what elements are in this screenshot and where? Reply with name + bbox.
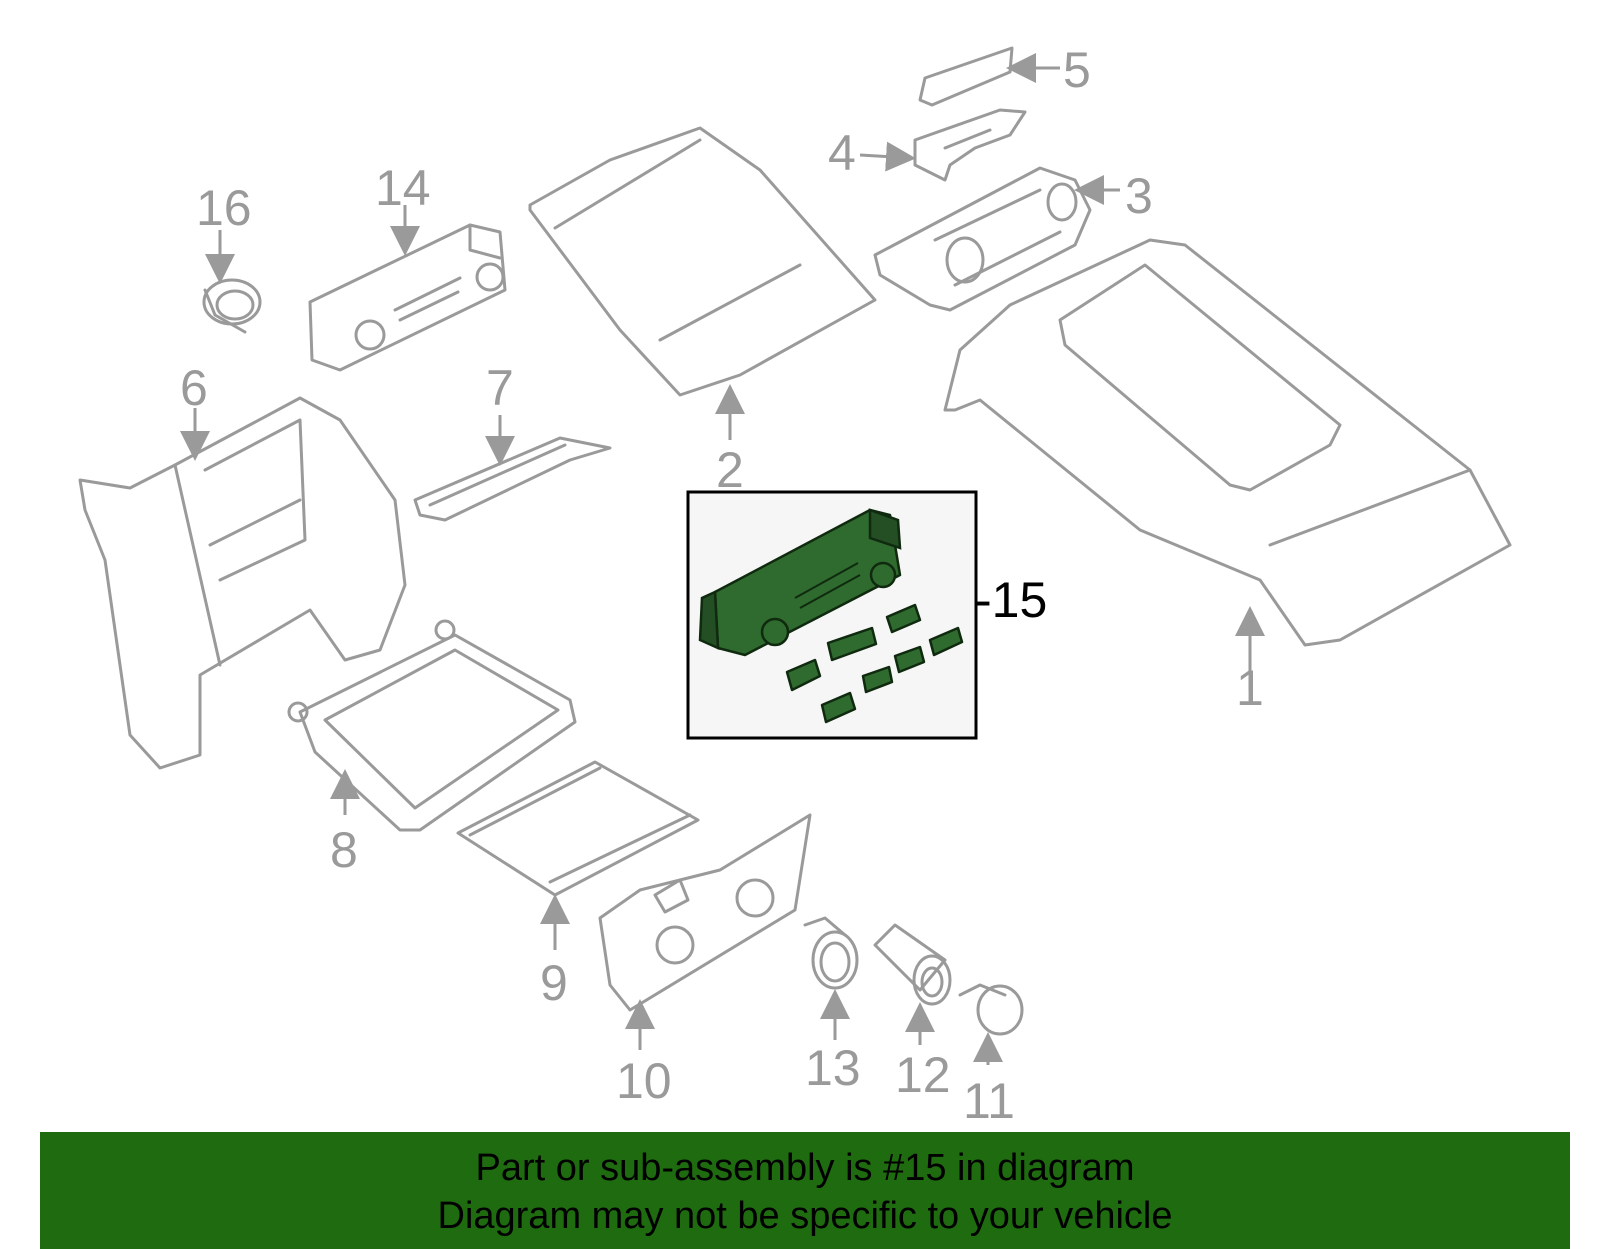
callout-9: 9 — [540, 955, 568, 1011]
part-7-strip — [413, 415, 612, 522]
callout-7: 7 — [486, 360, 514, 416]
info-banner: Part or sub-assembly is #15 in diagram D… — [40, 1132, 1570, 1249]
callout-8: 8 — [330, 822, 358, 878]
callout-6: 6 — [180, 360, 208, 416]
callout-11: 11 — [963, 1073, 1015, 1129]
part-4-bracket — [859, 108, 1027, 182]
part-8-tray — [287, 619, 577, 832]
part-13-socket — [803, 916, 859, 1040]
part-10-bezel — [598, 813, 812, 1050]
part-1-console-lid — [943, 238, 1512, 690]
part-9-liner — [456, 760, 700, 950]
part-14-control-unit — [308, 205, 507, 372]
part-5-trim — [918, 46, 1060, 107]
callout-4: 4 — [828, 125, 856, 181]
callout-10: 10 — [616, 1053, 672, 1109]
callout-12: 12 — [895, 1047, 951, 1103]
part-12-lighter — [873, 923, 952, 1045]
callout-5: 5 — [1063, 42, 1091, 98]
callout-2: 2 — [716, 442, 744, 498]
banner-line-2: Diagram may not be specific to your vehi… — [437, 1195, 1173, 1237]
callout-15: -15 — [975, 572, 1047, 628]
part-15-highlight-box — [686, 490, 978, 740]
part-16-ring — [202, 230, 262, 334]
callout-3: 3 — [1125, 168, 1153, 224]
part-11-plug — [958, 983, 1024, 1065]
callout-14: 14 — [375, 160, 431, 216]
part-2-panel — [528, 126, 877, 440]
banner-line-1: Part or sub-assembly is #15 in diagram — [475, 1147, 1135, 1189]
part-15-buttons — [785, 603, 964, 724]
part-15-control-unit — [698, 508, 902, 657]
part-3-vent-housing — [873, 166, 1120, 312]
callout-13: 13 — [805, 1040, 861, 1096]
callout-16: 16 — [196, 180, 252, 236]
callout-1: 1 — [1236, 660, 1264, 716]
part-6-side-panel — [78, 396, 407, 770]
